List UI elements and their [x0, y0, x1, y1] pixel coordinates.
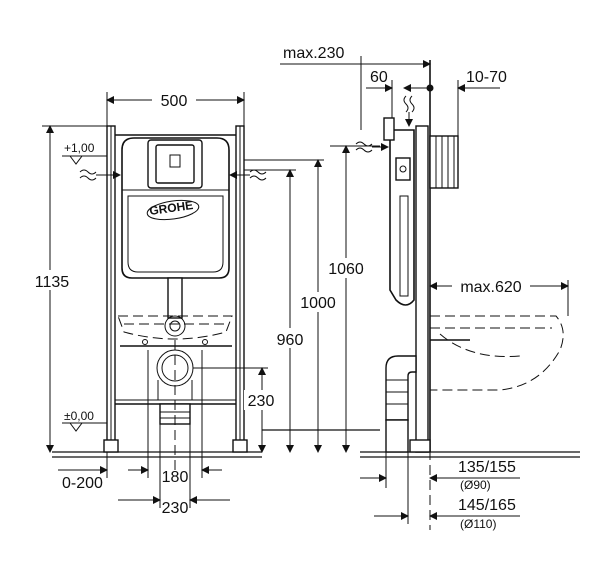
dim-d110-label: (Ø110) — [460, 517, 496, 531]
frame-right-foot — [232, 439, 248, 453]
dim-d90-label: (Ø90) — [460, 478, 491, 492]
dim-1000-label: 1000 — [300, 295, 336, 312]
front-view: GROHE 500 1135 — [30, 90, 380, 517]
side-drain-outlet — [385, 419, 409, 453]
water-inlet-right-icon — [249, 169, 267, 181]
dim-1000-label-bg — [296, 292, 340, 312]
brand-oval — [146, 199, 200, 221]
dim-offset-label: 0-200 — [62, 475, 103, 492]
flush-pipe — [167, 277, 183, 319]
side-control-knob — [399, 165, 407, 173]
dim-135-label: 135/155 — [458, 459, 516, 476]
side-water-inlet-left-icon — [355, 141, 373, 153]
level-top-triangle-icon — [69, 155, 83, 165]
dim-drain-label: 230 — [248, 393, 275, 410]
dim-max620-label: max.620 — [460, 279, 521, 296]
dim-960-label-bg — [272, 328, 308, 348]
dim-width-label-bg — [152, 90, 196, 110]
level-top-label: +1,00 — [64, 141, 95, 155]
dim-10-70-origin-dot — [426, 84, 434, 92]
frame-left-foot — [103, 439, 119, 453]
side-wc-bowl-outline — [430, 315, 564, 391]
dim-max620-label-bg — [452, 276, 530, 296]
side-water-inlet-icon — [403, 95, 415, 113]
dim-1135-label-bg — [30, 270, 74, 290]
side-plate-housing — [429, 135, 459, 189]
side-view: max.230 60 10-70 max.620 135/155 (Ø90) 1… — [280, 45, 580, 531]
dim-230-bottom-label: 230 — [162, 500, 189, 517]
water-inlet-left-icon — [79, 169, 97, 181]
dim-10-70-label: 10-70 — [466, 69, 507, 86]
side-frame-foot — [409, 439, 431, 453]
dim-1060-label: 1060 — [328, 261, 364, 278]
dim-1060-label-bg — [324, 258, 368, 278]
side-cistern — [389, 129, 415, 306]
bracket-bolt-right — [202, 339, 208, 345]
dim-1135-label: 1135 — [35, 274, 70, 291]
dim-max230-label: max.230 — [283, 45, 344, 62]
brand-label: GROHE — [148, 198, 194, 218]
side-wc-inner — [439, 333, 521, 357]
cistern-inner-outline — [127, 195, 224, 273]
side-control-box — [395, 157, 411, 181]
flush-plate-inner — [155, 144, 195, 184]
level-bottom-label: ±0,00 — [64, 409, 94, 423]
flush-button-indicator — [169, 154, 181, 168]
dim-145-label: 145/165 — [458, 497, 516, 514]
dim-drain-label-bg — [244, 390, 278, 410]
dim-180-label: 180 — [162, 469, 189, 486]
side-inner-channel — [399, 195, 409, 297]
side-frame-upright — [415, 125, 429, 453]
dim-width-label: 500 — [161, 93, 188, 110]
side-valve — [383, 117, 395, 141]
flush-pipe-connector-inner — [169, 320, 181, 332]
flush-pipe-connector-outer — [164, 315, 186, 337]
bracket-bolt-left — [142, 339, 148, 345]
dim-960-label: 960 — [277, 332, 304, 349]
side-drain-bend — [385, 355, 417, 421]
wc-bowl-outline — [117, 315, 233, 340]
level-bottom-triangle-icon — [69, 422, 83, 432]
dim-60-label: 60 — [370, 69, 388, 86]
